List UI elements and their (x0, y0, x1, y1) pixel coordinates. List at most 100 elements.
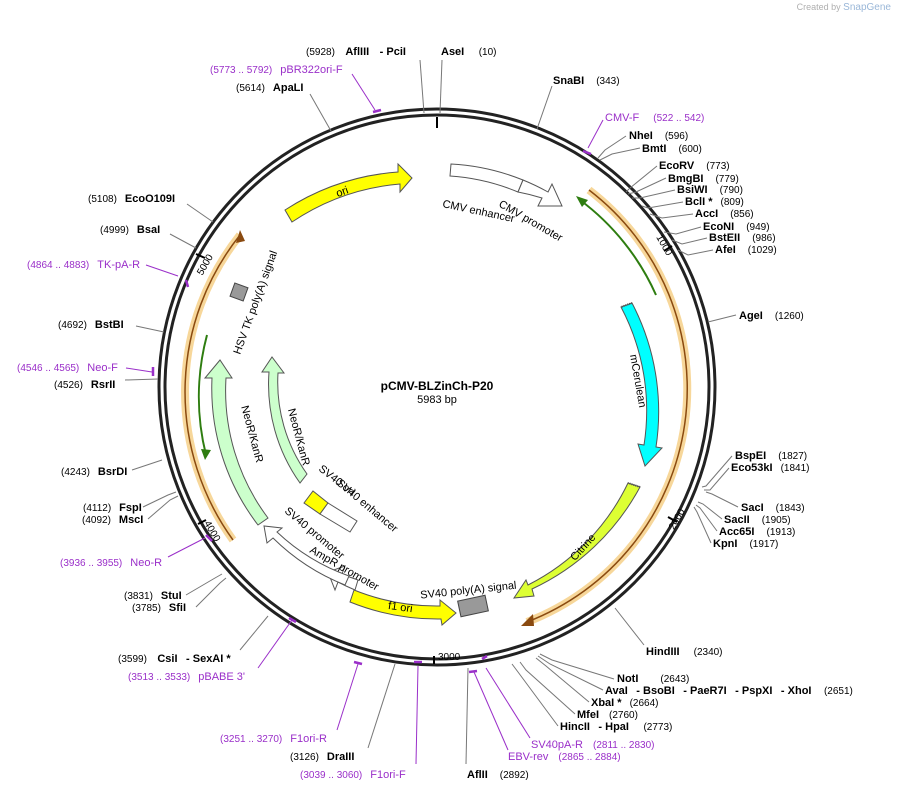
svg-text:XbaI *(2664): XbaI * (2664) (591, 697, 658, 709)
site-pos-ecorv: (773) (706, 161, 729, 172)
site-line-saci (705, 491, 739, 508)
site-line-bmgbi (627, 177, 667, 195)
svg-text:BstEII(986): BstEII(986) (709, 232, 776, 244)
site-name-econi: EcoNI (703, 221, 734, 233)
site-name-apali: ApaLI (273, 82, 304, 94)
site-name-kpni: KpnI (713, 538, 737, 550)
plasmid-length: 5983 bp (417, 394, 457, 406)
primer-mark-pbabe3 (288, 616, 297, 624)
backbone-outer-ring (157, 107, 717, 667)
svg-text:Eco53kI(1841): Eco53kI(1841) (731, 462, 810, 474)
site-line-stui (185, 573, 223, 596)
site-name-saci: SacI (741, 502, 764, 514)
primer-name-f1ori-r: F1ori-R (290, 733, 327, 745)
site-pos-xbai: (2664) (630, 698, 659, 709)
svg-text:SnaBI(343): SnaBI(343) (553, 75, 620, 87)
site-name-sacii: SacII (724, 514, 750, 526)
svg-text:BspEI(1827): BspEI(1827) (735, 450, 807, 462)
site-name-bstbi: BstBI (95, 319, 124, 331)
site-name-aflIII: AflIII (345, 46, 369, 58)
site-line-bsteii (671, 237, 708, 245)
orf-left-arrowhead (236, 230, 245, 243)
feature-sv40-promoter (263, 525, 350, 586)
site-name-bsobi: BsoBI (643, 685, 675, 697)
svg-text:(3251 .. 3270)F1ori-R: (3251 .. 3270) F1ori-R (220, 733, 327, 745)
site-name-afei: AfeI (715, 244, 736, 256)
site-line-bsai (169, 233, 197, 249)
green-orf-arc-right (579, 199, 657, 296)
svg-text:AseI (10): AseI (10) (441, 42, 497, 59)
site-pos-fspi: (4112) (83, 503, 111, 514)
primer-range-neo-f: (4546 .. 4565) (17, 363, 79, 374)
site-pos-agei: (1260) (775, 311, 804, 322)
primer-name-neo-r: Neo-R (130, 557, 162, 569)
green-orf-arc-left (197, 334, 208, 456)
feature-mcerulean (620, 302, 664, 467)
site-pos-draiii: (3126) (290, 752, 319, 763)
svg-text:(4092)MscI: (4092)MscI (82, 514, 143, 526)
primer-range-f1ori-f: (3039 .. 3060) (300, 770, 362, 781)
svg-text:SacI(1843): SacI(1843) (741, 502, 805, 514)
feature-cmv-enhancer (449, 163, 524, 193)
site-name-rsrii: RsrII (91, 379, 115, 391)
primer-range-f1ori-r: (3251 .. 3270) (220, 734, 282, 745)
tick-3000: 3000 (433, 652, 461, 664)
site-name-xbai: XbaI * (591, 697, 622, 709)
site-line-nhei (597, 135, 627, 159)
site-line-fspi (142, 491, 177, 508)
site-name-ecorv: EcoRV (659, 160, 695, 172)
svg-text:(4692)BstBI: (4692)BstBI (58, 319, 124, 331)
primer-range-pbabe3: (3513 .. 3533) (128, 672, 190, 683)
site-name-aseI: AseI (441, 46, 464, 58)
svg-text:AflII(2892): AflII(2892) (467, 769, 529, 781)
site-pos-bcli: (809) (721, 197, 744, 208)
site-pos-aflii: (2892) (500, 770, 529, 781)
svg-text:SV40pA-R(2811 .. 2830): SV40pA-R(2811 .. 2830) (531, 739, 655, 751)
site-pos-kpni: (1917) (749, 539, 778, 550)
site-line-sfii (195, 577, 227, 608)
svg-text:CMV-F(522 .. 542): CMV-F(522 .. 542) (605, 112, 704, 124)
site-line-xbai (535, 657, 590, 703)
primer-range-neo-r: (3936 .. 3955) (60, 558, 122, 569)
site-pos-bmgbi: (779) (715, 174, 738, 185)
site-line-draiii (367, 663, 396, 749)
site-line-agei (707, 314, 737, 323)
svg-text:AvaI - BsoBI - Pae: AvaI - BsoBI - PaeR7I - PspXI - XhoI (26… (605, 681, 853, 698)
orf-right-arrowhead (521, 614, 534, 626)
site-name-bmti: BmtI (642, 143, 666, 155)
svg-text:NotI(2643): NotI(2643) (617, 673, 689, 685)
credit-created-by: Created by (796, 2, 841, 12)
site-line-snabi (536, 85, 553, 130)
site-line-bcli (641, 201, 684, 209)
site-line-acci (649, 213, 694, 219)
primer-line-pbr322ori-f (351, 73, 376, 111)
feature-label-neor-kanr-outer: NeoR/KanR (238, 404, 265, 464)
feature-label-hsv-tk-polya: HSV TK poly(A) signal (232, 249, 281, 356)
svg-text:(5928) AflIII -: (5928) AflIII - PciI (306, 42, 406, 59)
site-pos-bsrdi: (4243) (61, 467, 90, 478)
site-pos-acc65i: (1913) (766, 527, 795, 538)
feature-sv40-enhancer (319, 502, 358, 533)
site-pos-nhei: (596) (665, 131, 688, 142)
site-name-ecoo109i: EcoO109I (125, 193, 175, 205)
site-group-left: (5614)ApaLI (5108)EcoO109I (4999)BsaI (4… (54, 82, 396, 763)
svg-text:(3513 .. 3533)pBABE 3': (3513 .. 3533)pBABE 3' (128, 671, 245, 683)
site-name-nhei: NheI (629, 130, 653, 142)
site-line-econi (663, 226, 702, 235)
site-line-aflii (465, 667, 469, 765)
site-name-pciI: PciI (386, 46, 406, 58)
svg-text:EcoNI(949): EcoNI(949) (703, 221, 770, 233)
primer-name-pbr322ori-f: pBR322ori-F (280, 64, 343, 76)
feature-label-ori: ori (335, 184, 351, 199)
site-pos-noti: (2643) (660, 674, 689, 685)
site-line-aseI (439, 59, 443, 114)
site-line-eco53ki (704, 467, 730, 491)
green-orf-left-head (201, 449, 211, 460)
feature-label-f1-ori: f1 ori (387, 600, 413, 615)
site-name-snabi: SnaBI (553, 75, 584, 87)
primer-name-ebv-rev: EBV-rev (508, 751, 549, 763)
svg-text:(4112)FspI: (4112)FspI (83, 502, 142, 514)
orf-band-left-line (184, 234, 241, 541)
site-name-csii: CsiI (157, 653, 177, 665)
site-name-acci: AccI (695, 208, 718, 220)
